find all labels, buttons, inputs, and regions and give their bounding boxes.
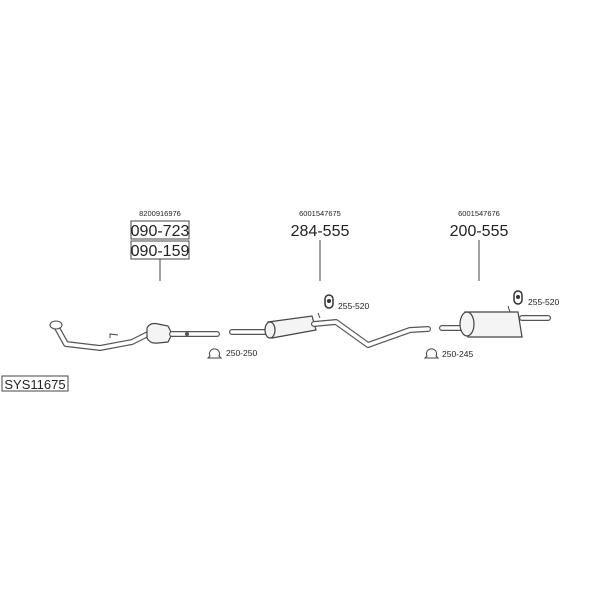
rubber-mount-icon: [324, 294, 334, 309]
part-code[interactable]: 284-555: [291, 223, 350, 240]
accessory-code[interactable]: 250-245: [442, 349, 473, 359]
part-box: [130, 220, 190, 240]
accessory-code[interactable]: 255-520: [528, 297, 559, 307]
accessory-code[interactable]: 250-250: [226, 348, 257, 358]
oem-number: 8200916976: [139, 209, 181, 218]
clamp-icon: [206, 348, 223, 359]
front-pipe-catalyst[interactable]: [49, 320, 220, 351]
rear-muffler[interactable]: [439, 305, 551, 338]
part-code[interactable]: 090-723: [131, 223, 190, 240]
oem-number: 6001547675: [299, 209, 341, 218]
system-code: SYS11675: [4, 377, 65, 392]
system-code-box: [1, 375, 69, 392]
clamp-icon: [423, 348, 440, 359]
middle-muffler[interactable]: [229, 312, 431, 348]
rubber-mount-icon: [513, 290, 523, 305]
oem-number: 6001547676: [458, 209, 500, 218]
accessory-code[interactable]: 255-520: [338, 301, 369, 311]
part-code[interactable]: 200-555: [450, 223, 509, 240]
part-code[interactable]: 090-159: [131, 243, 190, 260]
